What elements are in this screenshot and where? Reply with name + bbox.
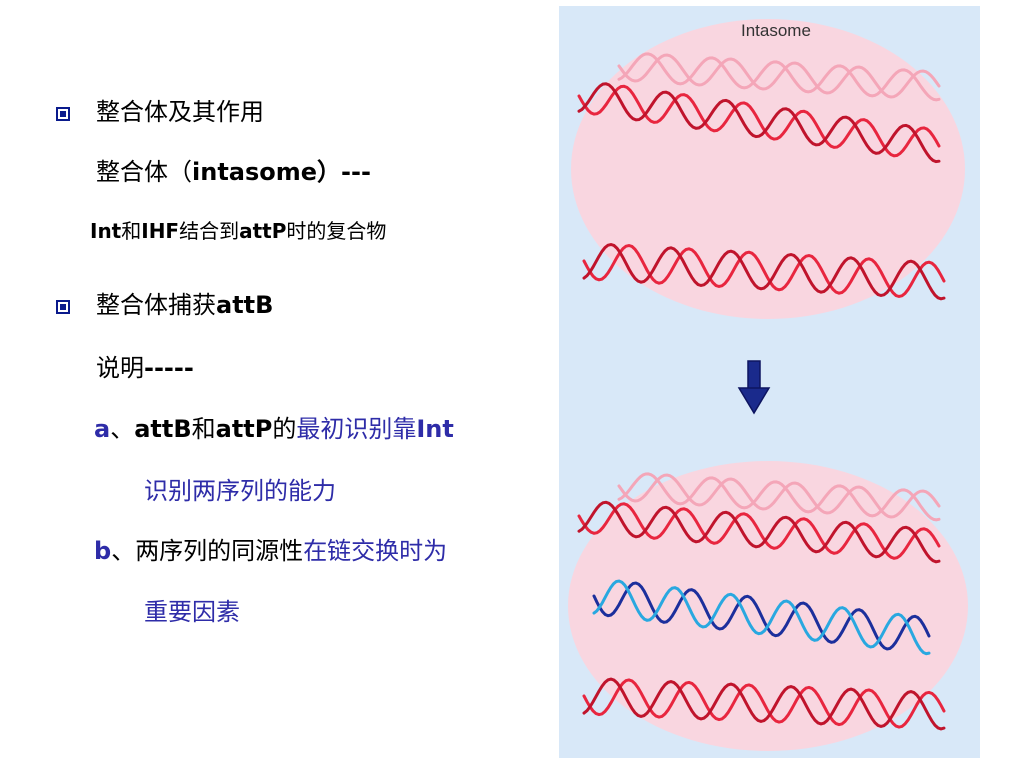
point-a-line: a、attB和attP的最初识别靠Int <box>94 414 454 444</box>
complex-text: 时的复合物 <box>286 219 387 243</box>
down-arrow-icon <box>737 360 771 415</box>
bottom-lower-strand <box>582 677 946 731</box>
explanation-dash: ----- <box>144 354 194 382</box>
ihf-term: IHF <box>141 219 180 243</box>
bottom-blue-strand <box>592 579 931 656</box>
intasome-suffix: ）--- <box>317 158 371 186</box>
bullet-marker-1 <box>56 107 70 121</box>
explanation-line: 说明----- <box>96 353 194 383</box>
int-term: Int <box>90 219 122 243</box>
intasome-description-line: Int和IHF结合到attP时的复合物 <box>90 216 386 246</box>
top-lower-strand <box>582 242 946 301</box>
bullet2-title: 整合体捕获attB <box>96 290 273 320</box>
point-b-highlight: 在链交换时为 <box>303 537 448 565</box>
attb-term: attB <box>216 291 274 319</box>
explanation-cn: 说明 <box>96 354 144 382</box>
point-b-text: 两序列的同源性 <box>135 537 304 565</box>
point-b-sep: 、 <box>111 537 136 565</box>
bullet2-title-cn: 整合体捕获 <box>96 291 216 319</box>
intasome-prefix: 整合体（ <box>96 158 192 186</box>
intasome-term: intasome <box>192 158 318 186</box>
bottom-back-strand <box>617 472 941 522</box>
bind-to-text: 结合到 <box>179 219 240 243</box>
bullet-marker-2 <box>56 300 70 314</box>
point-a-continuation: 识别两序列的能力 <box>144 477 336 505</box>
top-back-strand <box>617 52 941 102</box>
intasome-label: Intasome <box>741 21 811 40</box>
intasome-figure: Intasome <box>559 6 980 758</box>
point-a-marker: a <box>94 415 111 443</box>
point-a-attp: attP <box>215 415 273 443</box>
point-b-marker: b <box>94 537 112 565</box>
point-a-int: Int <box>416 415 454 443</box>
bullet1-title: 整合体及其作用 <box>96 98 264 126</box>
point-a-sep: 、 <box>110 415 135 443</box>
intasome-definition-line: 整合体（intasome）--- <box>96 157 371 187</box>
and-text: 和 <box>121 219 142 243</box>
bottom-upper-strand <box>577 500 941 564</box>
point-b-continuation: 重要因素 <box>144 598 240 626</box>
point-b-line: b、两序列的同源性在链交换时为 <box>94 536 447 566</box>
point-a-attb: attB <box>134 415 192 443</box>
point-a-highlight: 最初识别靠 <box>296 415 417 443</box>
top-upper-strand <box>577 82 941 164</box>
point-a-of: 的 <box>272 415 297 443</box>
attp-term: attP <box>239 219 287 243</box>
bottom-intasome-circle <box>568 461 968 751</box>
point-a-and: 和 <box>191 415 216 443</box>
